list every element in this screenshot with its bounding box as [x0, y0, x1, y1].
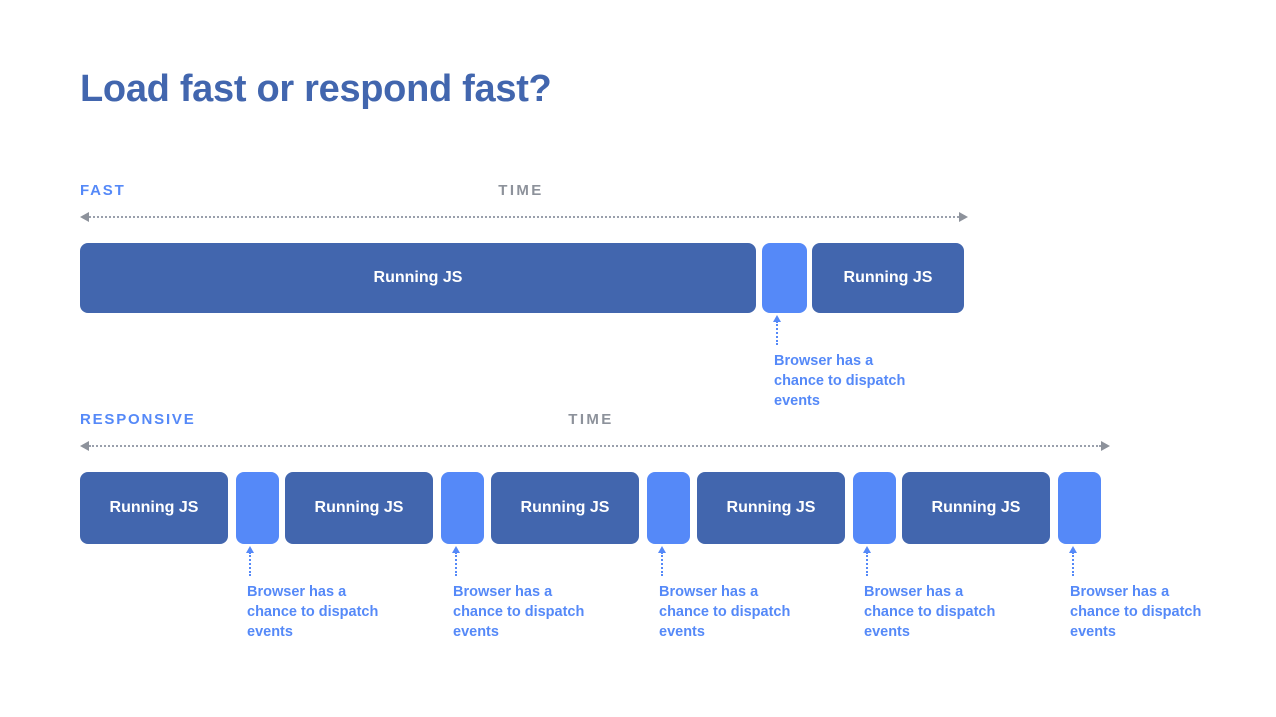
block-track-fast: Running JS Running JS — [0, 243, 1276, 313]
running-js-label: Running JS — [109, 499, 199, 516]
time-axis-label-responsive: TIME — [568, 411, 614, 428]
axis-arrow-right-icon — [959, 212, 968, 222]
idle-gap-block[interactable] — [647, 472, 690, 544]
callout-arrow-up-icon — [246, 546, 254, 553]
callout-arrow-up-icon — [863, 546, 871, 553]
axis-arrow-left-icon — [80, 212, 89, 222]
time-axis-fast — [80, 212, 968, 222]
block-track-responsive: Running JS Running JS Running JS Running… — [0, 472, 1276, 544]
callout-text: Browser has a chance to dispatch events — [774, 353, 906, 409]
running-js-label: Running JS — [520, 499, 610, 516]
running-js-block[interactable]: Running JS — [285, 472, 433, 544]
running-js-block[interactable]: Running JS — [902, 472, 1050, 544]
callout-dotted-stem — [661, 552, 663, 576]
running-js-label: Running JS — [931, 499, 1021, 516]
idle-gap-block[interactable] — [762, 243, 807, 313]
running-js-block[interactable]: Running JS — [80, 472, 228, 544]
callout-text: Browser has a chance to dispatch events — [453, 584, 585, 640]
callout-arrow-up-icon — [1069, 546, 1077, 553]
callout-text: Browser has a chance to dispatch events — [247, 584, 379, 640]
callout-arrow-up-icon — [452, 546, 460, 553]
callout-dotted-stem — [249, 552, 251, 576]
running-js-label: Running JS — [843, 269, 933, 286]
running-js-block[interactable]: Running JS — [491, 472, 639, 544]
idle-gap-block[interactable] — [236, 472, 279, 544]
callout-arrow-up-icon — [658, 546, 666, 553]
running-js-label: Running JS — [373, 269, 463, 286]
time-axis-label-fast: TIME — [498, 182, 544, 199]
callout-dotted-stem — [1072, 552, 1074, 576]
callout-text: Browser has a chance to dispatch events — [659, 584, 791, 640]
axis-arrow-right-icon — [1101, 441, 1110, 451]
idle-gap-block[interactable] — [1058, 472, 1101, 544]
row-label-fast: FAST — [80, 182, 126, 199]
callout-dotted-stem — [866, 552, 868, 576]
callout-text: Browser has a chance to dispatch events — [1070, 584, 1202, 640]
idle-gap-block[interactable] — [853, 472, 896, 544]
time-axis-responsive — [80, 441, 1110, 451]
running-js-label: Running JS — [314, 499, 404, 516]
callout-dotted-stem — [776, 321, 778, 345]
running-js-block[interactable]: Running JS — [80, 243, 756, 313]
callout-dotted-stem — [455, 552, 457, 576]
axis-dotted-line — [89, 216, 959, 218]
axis-arrow-left-icon — [80, 441, 89, 451]
running-js-label: Running JS — [726, 499, 816, 516]
running-js-block[interactable]: Running JS — [812, 243, 964, 313]
callout-text: Browser has a chance to dispatch events — [864, 584, 996, 640]
running-js-block[interactable]: Running JS — [697, 472, 845, 544]
page-title: Load fast or respond fast? — [80, 68, 552, 110]
callout-arrow-up-icon — [773, 315, 781, 322]
row-label-responsive: RESPONSIVE — [80, 411, 196, 428]
idle-gap-block[interactable] — [441, 472, 484, 544]
axis-dotted-line — [89, 445, 1101, 447]
